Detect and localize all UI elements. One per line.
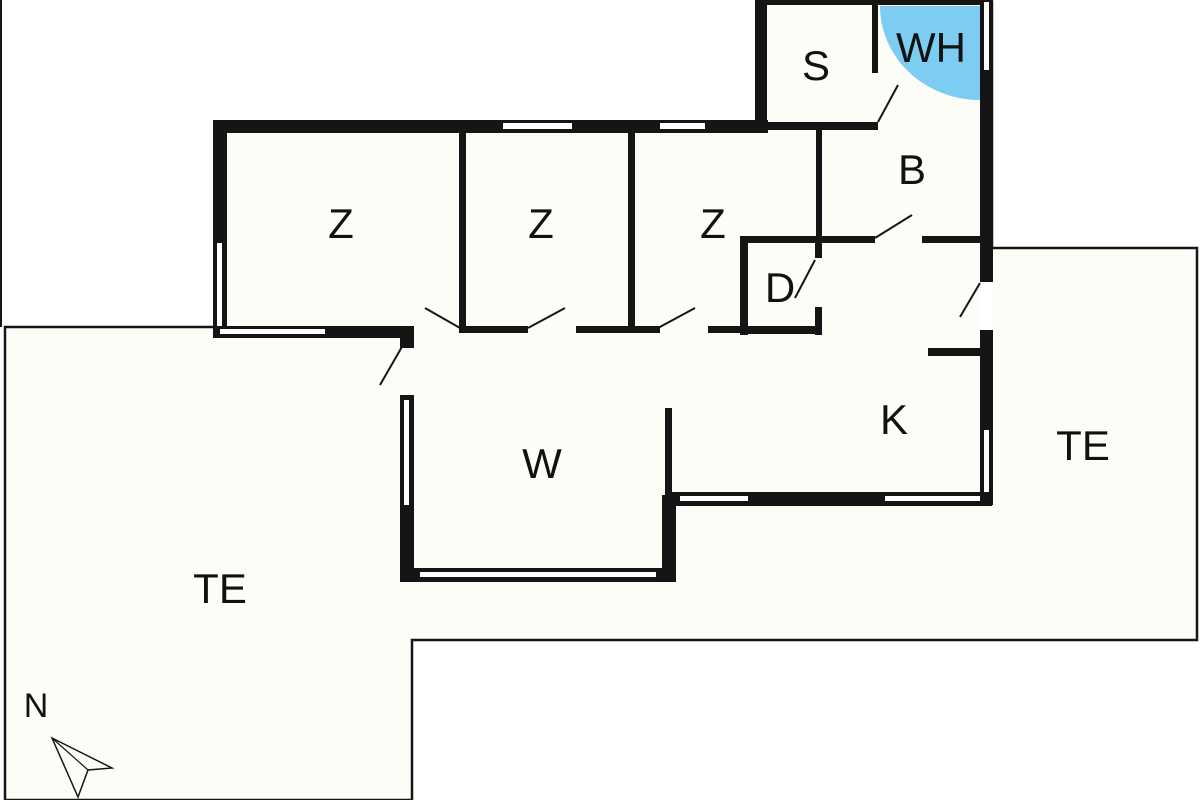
compass-label: N bbox=[23, 687, 49, 725]
room-label-b: B bbox=[897, 146, 927, 193]
room-label-z3: Z bbox=[700, 200, 726, 247]
room-label-d: D bbox=[764, 264, 796, 311]
room-label-z2: Z bbox=[528, 200, 554, 247]
room-label-w: W bbox=[522, 440, 562, 487]
room-label-z1: Z bbox=[328, 200, 354, 247]
room-label-te-left: TE bbox=[193, 565, 247, 612]
room-label-k: K bbox=[879, 396, 909, 443]
walls bbox=[213, 0, 993, 582]
room-label-wh: WH bbox=[896, 24, 966, 71]
room-label-s: S bbox=[801, 42, 831, 89]
water-heater-fixture bbox=[880, 6, 980, 100]
room-label-te-right: TE bbox=[1056, 422, 1110, 469]
doors bbox=[379, 84, 981, 386]
